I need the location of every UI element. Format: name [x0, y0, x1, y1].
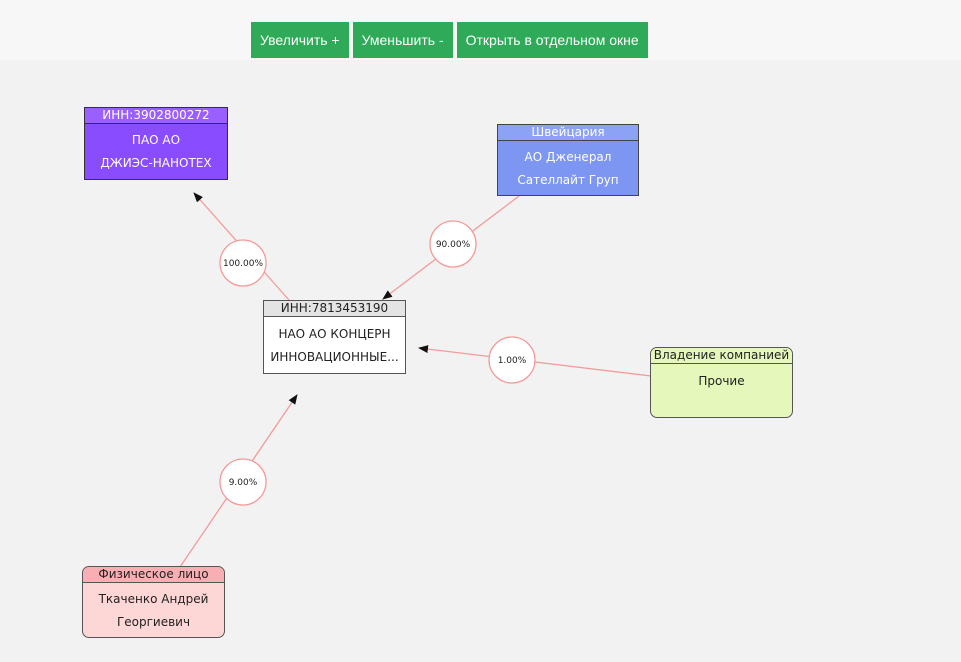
edge-other: 1.00% — [418, 336, 652, 384]
node-person-name-line2: Георгиевич — [116, 615, 191, 629]
node-main-name-line1: НАО АО КОНЦЕРН — [278, 327, 391, 341]
zoom-in-button[interactable]: Увеличить + — [251, 22, 349, 58]
edge-label-general: 90.00% — [436, 240, 471, 250]
node-person[interactable]: Физическое лицо Ткаченко Андрей Георгиев… — [82, 566, 225, 638]
node-other-header: Владение компанией — [651, 348, 792, 364]
edge-nanotech: 100.00% — [193, 192, 290, 301]
edge-label-other: 1.00% — [498, 356, 527, 366]
node-main-name-line2: ИННОВАЦИОННЫЕ... — [270, 350, 399, 364]
node-nanotech-name-line2: ДЖИЭС-НАНОТЕХ — [100, 156, 212, 170]
node-other-owners[interactable]: Владение компанией Прочие — [650, 347, 793, 418]
node-nanotech[interactable]: ИНН:3902800272 ПАО АО ДЖИЭС-НАНОТЕХ — [84, 107, 228, 180]
edge-person: 9.00% — [179, 394, 298, 568]
node-general-name-line1: АО Дженерал — [524, 150, 612, 164]
node-person-header: Физическое лицо — [83, 567, 224, 583]
toolbar: Увеличить + Уменьшить - Открыть в отдель… — [251, 22, 648, 58]
node-nanotech-header: ИНН:3902800272 — [85, 108, 227, 124]
node-general-satellite[interactable]: Швейцария АО Дженерал Сателлайт Груп — [497, 124, 639, 196]
edge-label-nanotech: 100.00% — [223, 259, 263, 269]
node-general-name-line2: Сателлайт Груп — [517, 173, 619, 187]
node-general-header: Швейцария — [498, 125, 638, 141]
open-window-button[interactable]: Открыть в отдельном окне — [456, 22, 648, 58]
zoom-out-button[interactable]: Уменьшить - — [352, 22, 453, 58]
node-main-header: ИНН:7813453190 — [264, 301, 405, 317]
node-nanotech-name-line1: ПАО АО — [131, 133, 181, 147]
edge-label-person: 9.00% — [229, 478, 258, 488]
node-person-name-line1: Ткаченко Андрей — [98, 592, 209, 606]
node-other-name: Прочие — [698, 374, 745, 388]
node-main-company[interactable]: ИНН:7813453190 НАО АО КОНЦЕРН ИННОВАЦИОН… — [263, 300, 406, 374]
edge-general: 90.00% — [382, 195, 520, 300]
